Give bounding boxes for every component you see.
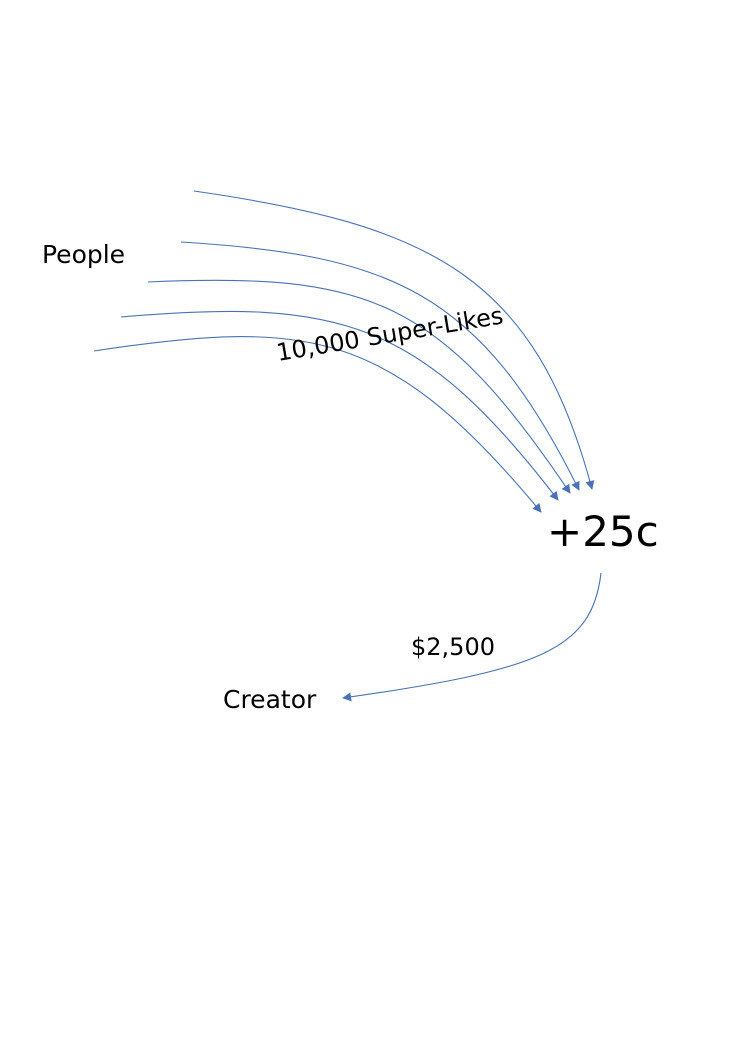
payout-label: $2,500	[411, 633, 495, 661]
super-likes-label: 10,000 Super-Likes	[274, 301, 505, 366]
incoming-arrows	[93, 190, 595, 513]
fee-label: +25c	[547, 507, 659, 556]
incoming-arrow-1	[193, 190, 595, 490]
payout-arrow	[342, 572, 602, 702]
incoming-arrow-4	[120, 310, 559, 501]
incoming-arrow-3	[147, 279, 571, 494]
creator-label: Creator	[223, 685, 317, 714]
people-label: People	[42, 240, 125, 269]
incoming-arrow-2	[180, 241, 580, 491]
incoming-arrow-5	[93, 336, 542, 513]
